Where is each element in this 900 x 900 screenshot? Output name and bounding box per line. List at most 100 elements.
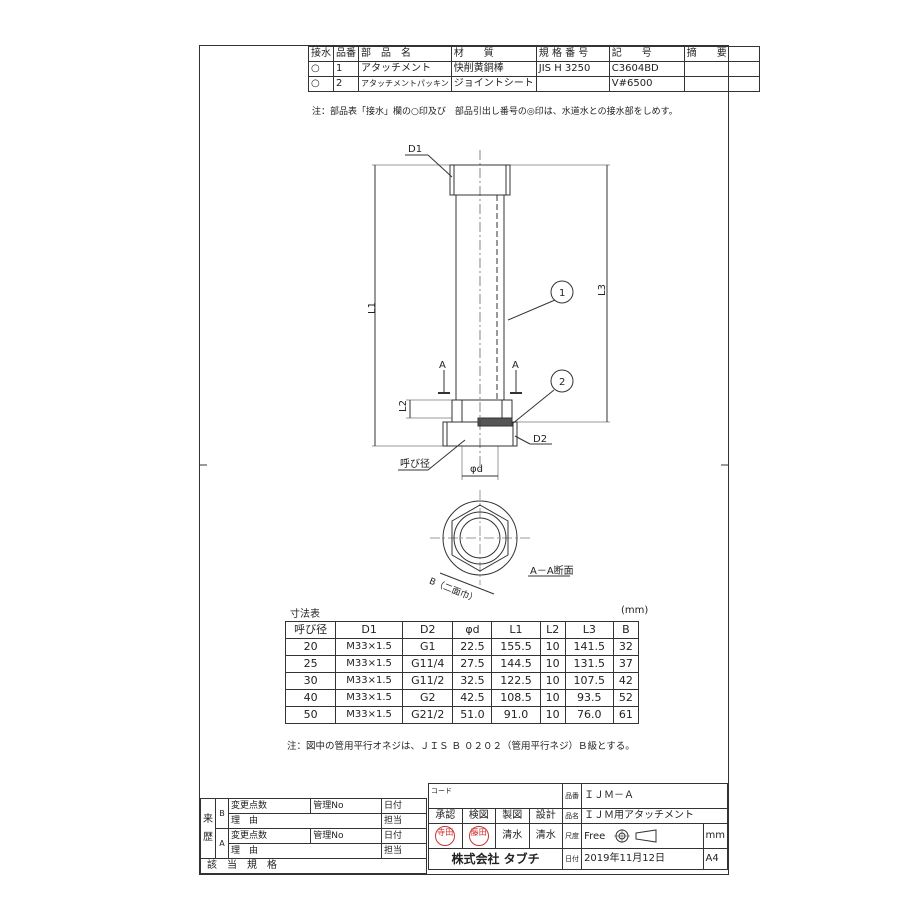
dims-cell: M33×1.5 (335, 638, 403, 656)
dims-cell: 25 (284, 655, 337, 673)
tb-scale: Free (584, 830, 606, 842)
parts-header-row: 接水 品番 部 品 名 材 質 規 格 番 号 記 号 摘 要 (308, 46, 760, 62)
dims-cell: G11/2 (401, 672, 454, 690)
tb-company: 株式会社 タブチ (427, 848, 564, 870)
packing (477, 417, 513, 427)
label-l3: L3 (597, 284, 608, 296)
tb-designer: 清水 (528, 823, 564, 849)
rev-mark-a: A (215, 828, 229, 859)
rev-reason-b: 理 由 (228, 813, 382, 829)
label-a-right: A (512, 360, 519, 371)
dims-row: 20 M33×1.5 G1 22.5 155.5 10 141.5 32 (284, 638, 640, 656)
dims-cell: G2 (401, 689, 454, 707)
dims-h: 呼び径 (284, 621, 337, 639)
tb-part-name: ＩＪＭ用アタッチメント (581, 808, 728, 824)
parts-table: 接水 品番 部 品 名 材 質 規 格 番 号 記 号 摘 要 ○ 1 アタッチ… (308, 46, 760, 92)
rev-applicable-spec: 該 当 規 格 (200, 858, 427, 874)
dims-cell: 52 (612, 689, 640, 707)
label-d2: D2 (533, 434, 547, 445)
dims-h: D2 (401, 621, 454, 639)
dims-cell: G1 (401, 638, 454, 656)
rev-mgmt-b: 管理No (310, 798, 382, 814)
dims-cell: M33×1.5 (335, 672, 403, 690)
dims-cell: M33×1.5 (335, 689, 403, 707)
rev-charge-a: 担当 (381, 843, 427, 859)
dims-h: L3 (564, 621, 614, 639)
dims-cell: 131.5 (564, 655, 614, 673)
tb-inspection: 検図 (461, 808, 497, 824)
tb-part-no: ＩＪＭ－Ａ (581, 783, 728, 809)
rev-reason-a: 理 由 (228, 843, 382, 859)
dims-cell: 30 (284, 672, 337, 690)
drawing-frame (199, 45, 729, 875)
label-nominal: 呼び径 (400, 457, 430, 470)
tb-paper: A4 (702, 848, 729, 870)
dims-cell: 10 (539, 655, 566, 673)
revision-block: 来歴 B 変更点数 管理No 日付 理 由 担当 A 変更点数 管理No 日付 … (200, 798, 427, 874)
projection-symbol-icon (614, 828, 657, 843)
rev-points-b: 変更点数 (227, 798, 312, 814)
dims-h: B (612, 621, 640, 639)
parts-cell: アタッチメントパッキン (358, 76, 452, 92)
dims-cell: 22.5 (452, 638, 493, 656)
tb-stamp-cell-1: 寺田 (428, 823, 463, 849)
dims-cell: M33×1.5 (335, 655, 403, 673)
tb-date: 2019年11月12日 (581, 848, 704, 870)
dims-cell: 108.5 (491, 689, 541, 707)
dims-cell: 32.5 (452, 672, 493, 690)
approval-stamp: 寺田 (435, 826, 456, 846)
rev-side-2: 歴 (203, 831, 213, 843)
dims-cell: 10 (539, 638, 566, 656)
tb-drafting: 製図 (495, 808, 530, 824)
dims-h: L1 (491, 621, 541, 639)
rev-charge-b: 担当 (381, 813, 427, 829)
dims-row: 25 M33×1.5 G11/4 27.5 144.5 10 131.5 37 (284, 655, 640, 673)
title-block: コード 品番 ＩＪＭ－Ａ 承認 検図 製図 設計 品名 ＩＪＭ用アタッチメント … (427, 783, 729, 870)
dims-table: 呼び径 D1 D2 φd L1 L2 L3 B 20 M33×1.5 G1 22… (284, 621, 640, 724)
callout-1: 1 (559, 288, 565, 299)
rev-mark-b: B (215, 798, 229, 829)
tb-part-no-label: 品番 (562, 783, 583, 809)
tb-part-name-label: 品名 (562, 808, 583, 824)
tb-scale-cell: Free (581, 823, 704, 849)
rev-side-1: 来 (203, 813, 213, 825)
parts-cell: ○ (308, 76, 334, 92)
label-phi-d: φd (470, 464, 483, 475)
label-d1: D1 (408, 144, 422, 155)
dims-cell: 76.0 (564, 706, 614, 724)
tb-approval: 承認 (428, 808, 463, 824)
rev-side: 来歴 (200, 798, 216, 859)
dims-cell: 20 (284, 638, 337, 656)
dims-cell: 155.5 (491, 638, 541, 656)
label-a-left: A (439, 360, 446, 371)
label-b: B（二面巾） (427, 575, 479, 605)
tb-stamp-cell-2: 藤田 (461, 823, 497, 849)
dims-unit: (mm) (621, 605, 649, 616)
dims-cell: 10 (539, 706, 566, 724)
inspection-stamp: 藤田 (468, 826, 489, 846)
dims-cell: 42.5 (452, 689, 493, 707)
callout-2: 2 (559, 377, 565, 388)
dims-cell: 37 (612, 655, 640, 673)
tb-date-label: 日付 (562, 848, 583, 870)
dims-h: L2 (539, 621, 566, 639)
dims-cell: 40 (284, 689, 337, 707)
dims-row: 30 M33×1.5 G11/2 32.5 122.5 10 107.5 42 (284, 672, 640, 690)
tb-code-label: コード (427, 783, 564, 809)
dims-cell: 144.5 (491, 655, 541, 673)
dims-cell: 32 (612, 638, 640, 656)
tb-unit: mm (702, 823, 729, 849)
dims-cell: 42 (612, 672, 640, 690)
dims-cell: 10 (539, 672, 566, 690)
dims-cell: 50 (284, 706, 337, 724)
dims-cell: 122.5 (491, 672, 541, 690)
dims-title: 寸法表 (290, 609, 320, 620)
parts-row-2: ○ 2 アタッチメントパッキン ジョイントシート V#6500 (308, 76, 760, 92)
label-l1: L1 (367, 302, 378, 314)
parts-note: 注：部品表「接水」欄の○印及び 部品引出し番号の◎印は、水道水との接水部をしめす… (312, 107, 678, 117)
dims-cell: 61 (612, 706, 640, 724)
rev-date-b: 日付 (381, 798, 427, 814)
dims-cell: 141.5 (564, 638, 614, 656)
tb-drafter: 清水 (495, 823, 530, 849)
